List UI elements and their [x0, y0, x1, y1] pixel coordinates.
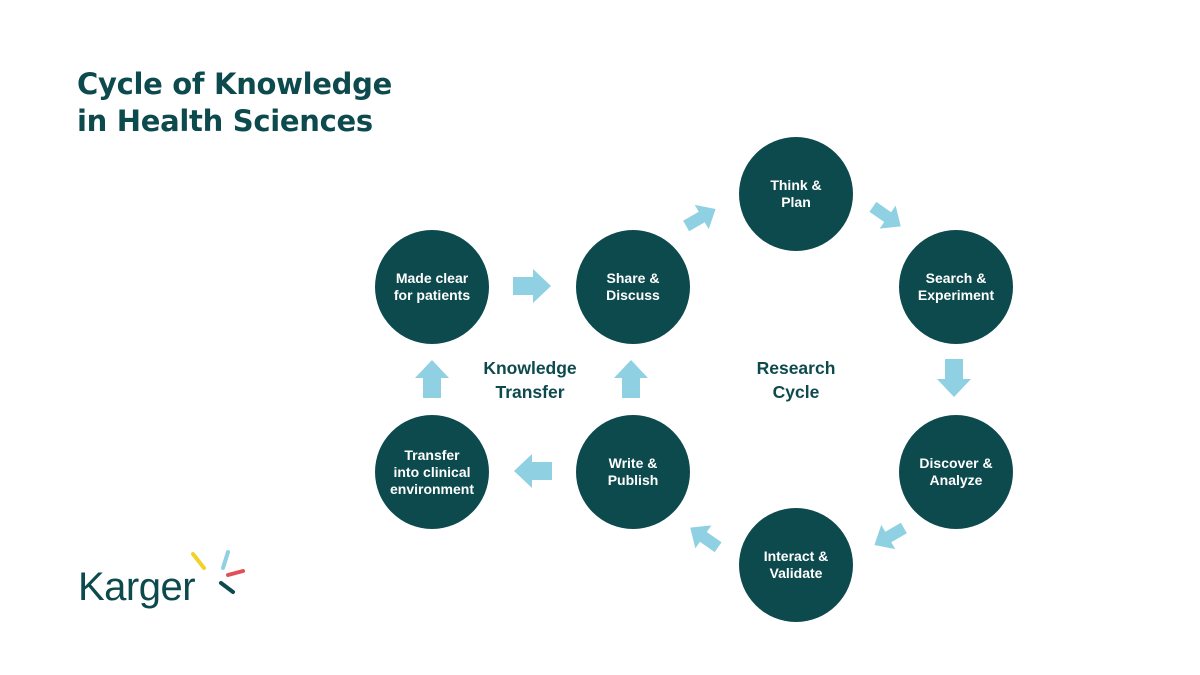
logo-stroke-teal: [219, 581, 235, 594]
arrow-write-to-share: [614, 360, 648, 398]
node-transfer-clinical-line-1: Transfer: [404, 446, 460, 463]
node-write-publish-line-1: Write &: [608, 455, 658, 471]
label-research-cycle-line-1: Research: [756, 358, 836, 378]
label-knowledge-transfer-line-2: Transfer: [495, 382, 565, 402]
node-discover-analyze: Discover & Analyze: [899, 415, 1013, 529]
arrow-madeclear-to-share: [513, 269, 551, 303]
node-search-experiment: Search & Experiment: [899, 230, 1013, 344]
node-discover-analyze-line-2: Analyze: [929, 472, 983, 488]
node-made-clear: Made clear for patients: [375, 230, 489, 344]
arrow-interact-to-write: [690, 525, 722, 553]
node-think-plan: Think & Plan: [739, 137, 853, 251]
arrow-search-to-discover: [937, 359, 971, 397]
logo-stroke-red: [226, 569, 245, 577]
arrow-transfer-to-madeclear: [415, 360, 449, 398]
node-search-experiment-line-1: Search &: [925, 270, 987, 286]
node-write-publish-line-2: Publish: [607, 472, 659, 488]
node-interact-validate: Interact & Validate: [739, 508, 853, 622]
node-share-discuss-line-2: Discuss: [606, 287, 660, 303]
node-discover-analyze-line-1: Discover &: [919, 455, 993, 471]
node-interact-validate-line-1: Interact &: [763, 548, 829, 564]
node-share-discuss-line-1: Share &: [606, 270, 660, 286]
node-transfer-clinical-line-2: into clinical: [393, 463, 471, 480]
node-interact-validate-line-2: Validate: [769, 565, 823, 581]
karger-logo-text: Karger: [78, 565, 196, 609]
node-think-plan-line-2: Plan: [781, 194, 811, 210]
title-line-1: Cycle of Knowledge: [77, 67, 392, 101]
node-search-experiment-line-2: Experiment: [917, 287, 995, 303]
label-knowledge-transfer-line-1: Knowledge: [483, 358, 577, 378]
label-knowledge-transfer: Knowledge Transfer: [465, 356, 595, 404]
logo-stroke-yellow: [191, 552, 206, 570]
node-share-discuss: Share & Discuss: [576, 230, 690, 344]
page-title: Cycle of Knowledge in Health Sciences: [77, 66, 392, 140]
node-transfer-clinical-line-3: environment: [389, 480, 474, 497]
arrow-discover-to-interact: [874, 522, 907, 550]
node-made-clear-line-1: Made clear: [395, 270, 469, 286]
arrow-share-to-think: [683, 204, 716, 232]
arrow-think-to-search: [869, 201, 901, 229]
node-think-plan-line-1: Think &: [770, 177, 822, 193]
node-write-publish: Write & Publish: [576, 415, 690, 529]
node-transfer-clinical: Transfer into clinical environment: [375, 415, 489, 529]
node-made-clear-line-2: for patients: [393, 287, 471, 303]
label-research-cycle: Research Cycle: [736, 356, 856, 404]
karger-logo-icon: [191, 550, 245, 594]
arrow-write-to-transfer: [514, 454, 552, 488]
logo-stroke-cyan: [221, 550, 230, 570]
label-research-cycle-line-2: Cycle: [772, 382, 820, 402]
title-line-2: in Health Sciences: [77, 104, 373, 138]
